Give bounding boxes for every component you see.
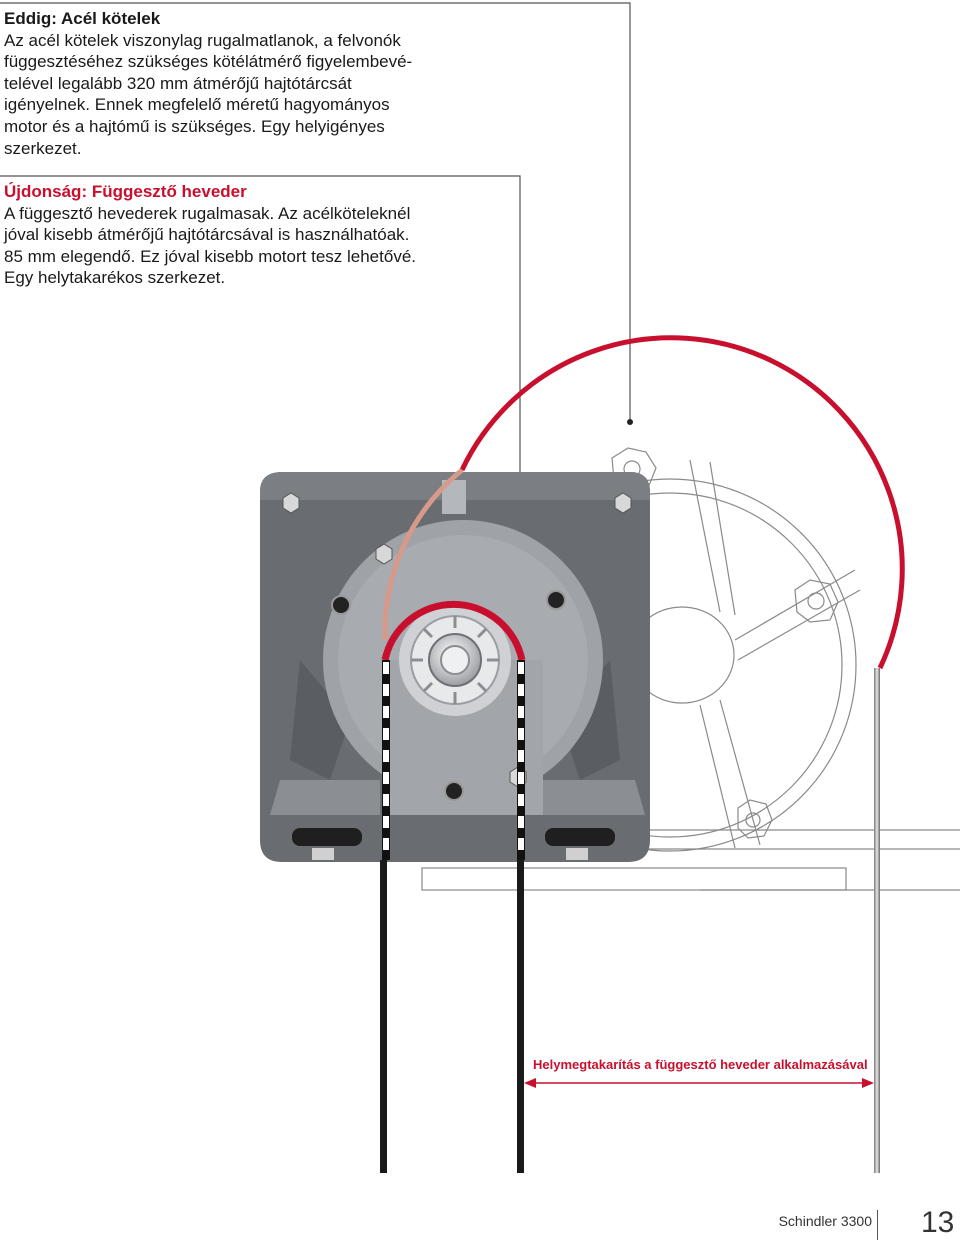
section-suspension-belt: Újdonság: Függesztő heveder A függesztő … <box>4 181 474 289</box>
steel-rope <box>459 335 905 1173</box>
paragraph-line: jóval kisebb átmérőjű hajtótárcsával is … <box>4 225 410 245</box>
paragraph-line: szerkezet. <box>4 138 82 158</box>
paragraph-line: 85 mm elegendő. Ez jóval kisebb motort t… <box>4 246 416 266</box>
paragraph-line: Az acél kötelek viszonylag rugalmatlanok… <box>4 30 401 50</box>
paragraph-line: motor és a hajtómű is szükséges. Egy hel… <box>4 116 385 136</box>
savings-dimension-arrow <box>524 1078 874 1088</box>
small-drive-sheave <box>399 604 511 716</box>
suspension-belt <box>380 600 526 1173</box>
paragraph-line: A függesztő hevederek rugalmasak. Az acé… <box>4 203 411 223</box>
callout-leader-steel <box>0 2 633 425</box>
paragraph-line: függesztéséhez szükséges kötélátmérő fig… <box>4 52 413 72</box>
paragraph-line: igényelnek. Ennek megfelelő méretű hagyo… <box>4 95 390 115</box>
section-heading: Újdonság: Függesztő heveder <box>4 182 247 201</box>
page-number: 13 <box>921 1206 955 1239</box>
space-saving-label: Helymegtakarítás a függesztő heveder alk… <box>533 1057 868 1072</box>
section-heading: Eddig: Acél kötelek <box>4 9 161 28</box>
paragraph-line: Egy helytakarékos szerkezet. <box>4 268 226 288</box>
paragraph-line: telével legalább 320 mm átmérőjű hajtótá… <box>4 73 352 93</box>
section-steel-ropes: Eddig: Acél kötelek Az acél kötelek visz… <box>4 8 444 159</box>
footer-brand: Schindler 3300 <box>778 1213 872 1229</box>
footer-divider <box>877 1210 878 1240</box>
